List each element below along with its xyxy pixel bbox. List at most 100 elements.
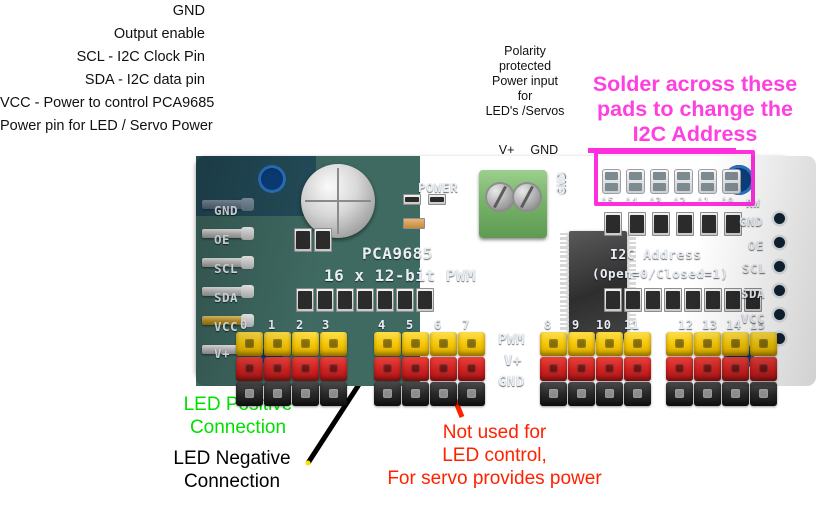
i2c-address-highlight-box bbox=[594, 150, 755, 206]
header-cell-vplus-9[interactable] bbox=[568, 357, 595, 381]
header-cell-pwm-12[interactable] bbox=[666, 332, 693, 356]
header-cell-vplus-8[interactable] bbox=[540, 357, 567, 381]
header-cell-pwm-8[interactable] bbox=[540, 332, 567, 356]
left-pin-label-gnd: GND bbox=[172, 3, 205, 19]
silk-right-oe: OE bbox=[748, 238, 765, 253]
header-cell-vplus-7[interactable] bbox=[458, 357, 485, 381]
smd-resistor-i2c-6 bbox=[724, 212, 742, 236]
pcb-body: POWER GND GND OE SCL SDA VCC V+ PCA9685 … bbox=[196, 150, 790, 406]
smd-resistor-i2c-5 bbox=[700, 212, 718, 236]
silk-i2c-subtitle: (Open=0/Closed=1) bbox=[592, 266, 729, 281]
ic-pins-right bbox=[627, 233, 636, 337]
i2c-solder-pad-a5[interactable] bbox=[602, 169, 621, 194]
i2c-solder-pad-a4[interactable] bbox=[626, 169, 645, 194]
smd-resistor-r9 bbox=[314, 228, 332, 252]
electrolytic-capacitor bbox=[301, 164, 375, 238]
header-cell-pwm-2[interactable] bbox=[292, 332, 319, 356]
header-cell-pwm-1[interactable] bbox=[264, 332, 291, 356]
silk-center-pwm: PWM bbox=[498, 332, 525, 348]
header-cell-pwm-13[interactable] bbox=[694, 332, 721, 356]
smd-resistor-r4 bbox=[356, 288, 374, 312]
i2c-solder-pad-a1[interactable] bbox=[698, 169, 717, 194]
header-cell-pwm-6[interactable] bbox=[430, 332, 457, 356]
left-pin-label-vplus: Power pin for LED / Servo Power bbox=[0, 118, 213, 134]
smd-resistor-r14 bbox=[684, 288, 702, 312]
silk-center-vplus: V+ bbox=[504, 353, 522, 369]
header-cell-pwm-14[interactable] bbox=[722, 332, 749, 356]
header-cell-pwm-4[interactable] bbox=[374, 332, 401, 356]
silk-left-vcc: VCC bbox=[214, 319, 239, 334]
silk-left-scl: SCL bbox=[214, 261, 239, 276]
mounting-hole-bottom-left bbox=[258, 342, 286, 370]
terminal-polarity-labels: V+ GND bbox=[460, 129, 590, 157]
left-pin-label-oe: Output enable bbox=[113, 26, 205, 42]
silk-channel-5: 5 bbox=[406, 318, 414, 332]
through-hole-gnd[interactable] bbox=[774, 213, 785, 224]
smd-resistor-r17 bbox=[744, 288, 762, 312]
through-hole-oe[interactable] bbox=[774, 237, 785, 248]
i2c-solder-pad-a0[interactable] bbox=[722, 169, 741, 194]
through-hole-vcc[interactable] bbox=[774, 309, 785, 320]
header-cell-vplus-15[interactable] bbox=[750, 357, 777, 381]
header-cell-vplus-5[interactable] bbox=[402, 357, 429, 381]
smd-resistor-r13 bbox=[664, 288, 682, 312]
header-cell-vplus-3[interactable] bbox=[320, 357, 347, 381]
through-hole-vplus[interactable] bbox=[774, 333, 785, 344]
header-row-vplus[interactable] bbox=[540, 357, 652, 381]
header-cell-vplus-10[interactable] bbox=[596, 357, 623, 381]
header-cell-pwm-10[interactable] bbox=[596, 332, 623, 356]
smd-resistor-r5 bbox=[376, 288, 394, 312]
smd-resistor-i2c-1 bbox=[604, 212, 622, 236]
header-cell-pwm-5[interactable] bbox=[402, 332, 429, 356]
header-cell-pwm-9[interactable] bbox=[568, 332, 595, 356]
silk-left-gnd: GND bbox=[214, 203, 239, 218]
through-hole-sda[interactable] bbox=[774, 285, 785, 296]
terminal-screw-gnd[interactable] bbox=[512, 182, 542, 212]
header-cell-pwm-3[interactable] bbox=[320, 332, 347, 356]
smd-resistor-r16 bbox=[724, 288, 742, 312]
power-led bbox=[403, 194, 421, 205]
power-screw-terminal[interactable] bbox=[479, 170, 547, 238]
silk-power-label: POWER bbox=[418, 180, 459, 195]
silk-right-vcc: VCC bbox=[741, 311, 766, 326]
header-cell-pwm-15[interactable] bbox=[750, 332, 777, 356]
header-cell-vplus-11[interactable] bbox=[624, 357, 651, 381]
i2c-solder-pad-a3[interactable] bbox=[650, 169, 669, 194]
header-row-pwm[interactable] bbox=[666, 332, 778, 356]
header-row-pwm[interactable] bbox=[236, 332, 348, 356]
header-cell-vplus-13[interactable] bbox=[694, 357, 721, 381]
header-row-pwm[interactable] bbox=[540, 332, 652, 356]
terminal-vplus-label: V+ bbox=[498, 143, 515, 157]
header-cell-vplus-12[interactable] bbox=[666, 357, 693, 381]
header-cell-pwm-0[interactable] bbox=[236, 332, 263, 356]
silk-left-oe: OE bbox=[214, 232, 231, 247]
smd-resistor-r10 bbox=[604, 288, 622, 312]
i2c-solder-pad-a2[interactable] bbox=[674, 169, 693, 194]
smd-resistor-r3 bbox=[336, 288, 354, 312]
header-cell-pwm-11[interactable] bbox=[624, 332, 651, 356]
header-row-vplus[interactable] bbox=[666, 357, 778, 381]
left-pin-label-scl: SCL - I2C Clock Pin bbox=[76, 49, 205, 65]
silk-channel-3: 3 bbox=[322, 318, 330, 332]
silk-channel-10: 10 bbox=[596, 318, 612, 332]
header-row-vplus[interactable] bbox=[374, 357, 486, 381]
header-cell-vplus-1[interactable] bbox=[264, 357, 291, 381]
silk-right-gnd: GND bbox=[739, 214, 764, 229]
header-cell-vplus-6[interactable] bbox=[430, 357, 457, 381]
header-row-pwm[interactable] bbox=[374, 332, 486, 356]
silk-i2c-pad-a0: A0 bbox=[721, 196, 735, 207]
silk-channel-1: 1 bbox=[268, 318, 276, 332]
header-cell-vplus-14[interactable] bbox=[722, 357, 749, 381]
terminal-screw-vplus[interactable] bbox=[485, 182, 515, 212]
through-hole-scl[interactable] bbox=[774, 261, 785, 272]
header-cell-vplus-4[interactable] bbox=[374, 357, 401, 381]
smd-resistor-r2 bbox=[316, 288, 334, 312]
header-row-vplus[interactable] bbox=[236, 357, 348, 381]
header-cell-pwm-7[interactable] bbox=[458, 332, 485, 356]
header-cell-vplus-0[interactable] bbox=[236, 357, 263, 381]
silk-channel-14: 14 bbox=[726, 318, 742, 332]
smd-resistor-a bbox=[403, 218, 425, 229]
smd-resistor-r11 bbox=[624, 288, 642, 312]
header-cell-vplus-2[interactable] bbox=[292, 357, 319, 381]
terminal-gnd-label: GND bbox=[530, 143, 559, 157]
